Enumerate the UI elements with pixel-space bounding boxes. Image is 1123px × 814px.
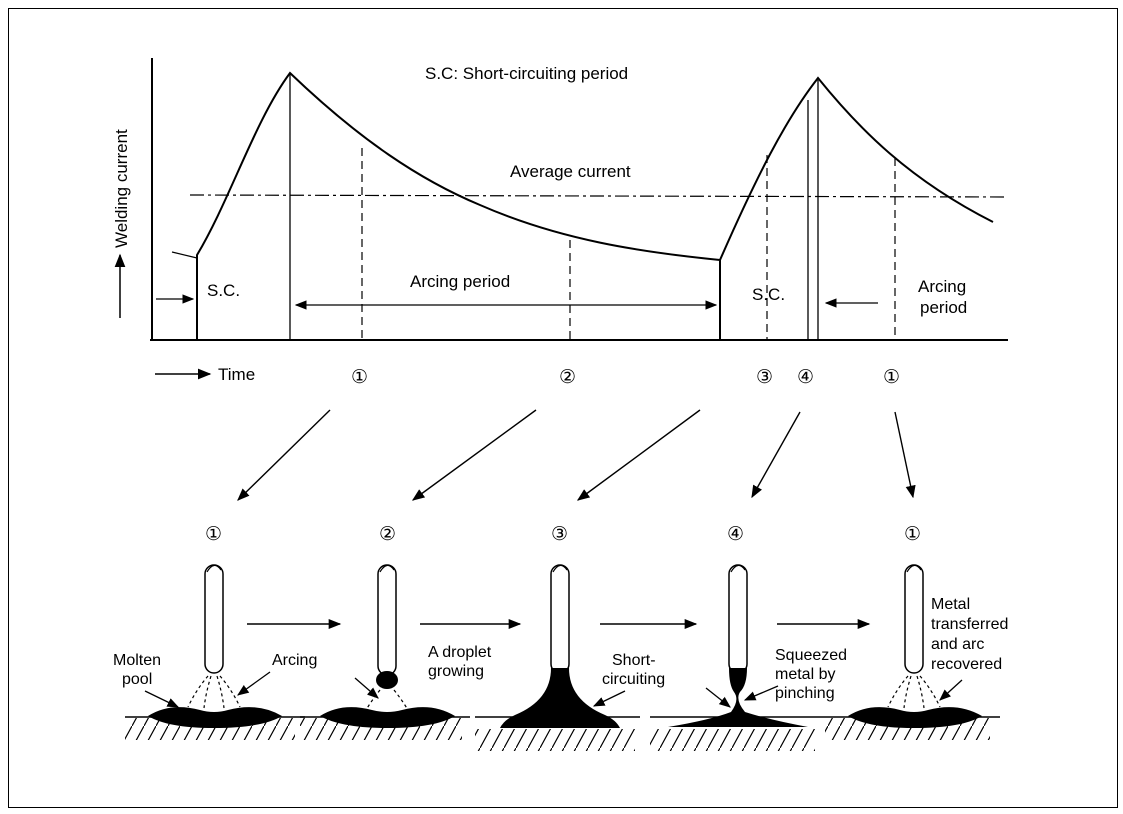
stage-marker-5: ①	[904, 523, 921, 545]
x-axis-label: Time	[218, 365, 255, 384]
base-metal-hatch-5	[825, 718, 990, 740]
stage-5-label-4: recovered	[931, 656, 1002, 673]
stage-5-label-1: Metal	[931, 596, 970, 613]
stage-5-arc-recovered: Metal transferred and arc recovered	[825, 564, 1008, 740]
electrode-2	[377, 564, 397, 676]
y-axis-label: Welding current	[112, 129, 131, 248]
electrode-3	[550, 564, 570, 674]
legend-note: S.C: Short-circuiting period	[425, 64, 628, 83]
average-current-line	[189, 194, 1007, 198]
base-metal-hatch-4	[650, 729, 815, 751]
neck-4	[668, 668, 808, 727]
stage-4-label-3: pinching	[775, 685, 835, 702]
connector-arrows	[237, 409, 916, 501]
start-tick	[171, 251, 198, 259]
bridge-3	[500, 668, 620, 728]
current-graph: Welding current Time S.C: Short-circuiti…	[112, 58, 1008, 384]
arcing-period-label-2b: period	[920, 298, 967, 317]
sc-label-1: S.C.	[207, 281, 240, 300]
electrode-4	[728, 564, 748, 674]
connector-arrow-2	[411, 409, 537, 501]
base-metal-hatch-3	[475, 729, 635, 751]
connector-arrow-4	[751, 411, 801, 499]
stage-4-label-2: metal by	[775, 666, 835, 683]
arcing-period-label-2a: Arcing	[918, 277, 966, 296]
stage-3-label-1: Short-	[612, 652, 656, 669]
stage-1-molten-pool: Molten pool Arcing	[113, 564, 317, 740]
stage-marker-4: ④	[727, 523, 744, 545]
connector-arrow-3	[576, 409, 701, 501]
base-metal-hatch-2	[300, 718, 462, 740]
stage-4-label-1: Squeezed	[775, 647, 847, 664]
electrode-5	[904, 564, 924, 674]
stage-3-short-circuiting: Short- circuiting	[475, 564, 665, 751]
connector-arrow-5	[894, 411, 916, 499]
arcing-period-label: Arcing period	[410, 272, 510, 291]
time-marker-1: ①	[351, 366, 368, 388]
stage-1-label-right: Arcing	[272, 652, 317, 669]
connector-arrow-1	[237, 409, 331, 501]
stage-2-droplet-growing: A droplet growing	[300, 564, 492, 740]
current-waveform	[196, 71, 994, 340]
stage-marker-2: ②	[379, 523, 396, 545]
time-marker-3: ③	[756, 366, 773, 388]
time-marker-5: ①	[883, 366, 900, 388]
stage-marker-1: ①	[205, 523, 222, 545]
average-current-label: Average current	[510, 162, 631, 181]
droplet-2	[376, 671, 398, 689]
base-metal-hatch-1	[125, 718, 295, 740]
stage-5-label-2: transferred	[931, 616, 1008, 633]
stage-1-label-left-1: Molten	[113, 652, 161, 669]
time-markers: ① ② ③ ④ ①	[351, 366, 900, 388]
time-marker-2: ②	[559, 366, 576, 388]
time-marker-4: ④	[797, 366, 814, 388]
figure-frame	[8, 8, 1118, 808]
stage-4-pinching: Squeezed metal by pinching	[650, 564, 847, 751]
sc-label-2: S.C.	[752, 285, 785, 304]
stage-3-label-2: circuiting	[602, 671, 665, 688]
stage-marker-3: ③	[551, 523, 568, 545]
stage-2-label-1: A droplet	[428, 644, 492, 661]
stage-2-label-2: growing	[428, 663, 484, 680]
stage-markers: ① ② ③ ④ ①	[205, 523, 921, 545]
stage-1-label-left-2: pool	[122, 671, 152, 688]
stage-5-label-3: and arc	[931, 636, 984, 653]
electrode-1	[204, 564, 224, 674]
